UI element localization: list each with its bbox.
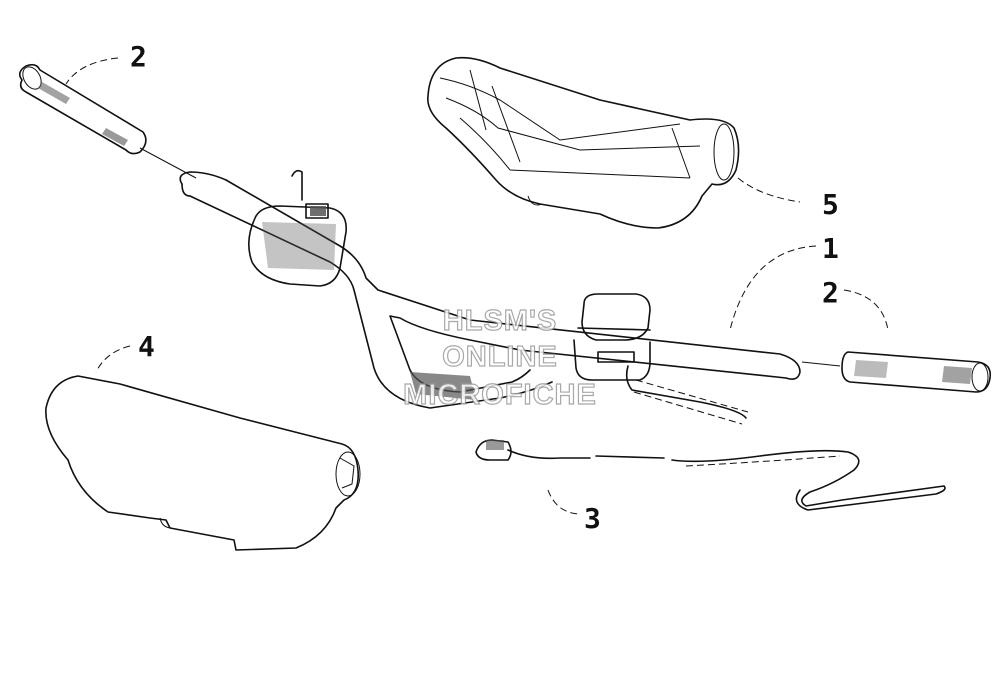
watermark-line-3: MICROFICHE — [403, 379, 597, 411]
watermark-line-2: ONLINE — [442, 341, 558, 373]
callout-2-left: 2 — [130, 40, 147, 73]
right-grip — [841, 351, 992, 393]
callout-5: 5 — [822, 188, 839, 221]
callout-3: 3 — [584, 502, 601, 535]
watermark: HLSM'S ONLINE MICROFICHE — [403, 304, 597, 411]
cable-assembly — [475, 439, 946, 511]
left-handguard — [45, 375, 361, 551]
watermark-line-1: HLSM'S — [443, 305, 557, 337]
left-grip — [18, 63, 197, 179]
callout-2-right: 2 — [822, 276, 839, 309]
callout-4: 4 — [138, 330, 155, 363]
handlebar — [179, 169, 841, 425]
callout-leaders — [65, 57, 889, 515]
callout-1: 1 — [822, 232, 839, 265]
right-handguard — [427, 56, 740, 229]
